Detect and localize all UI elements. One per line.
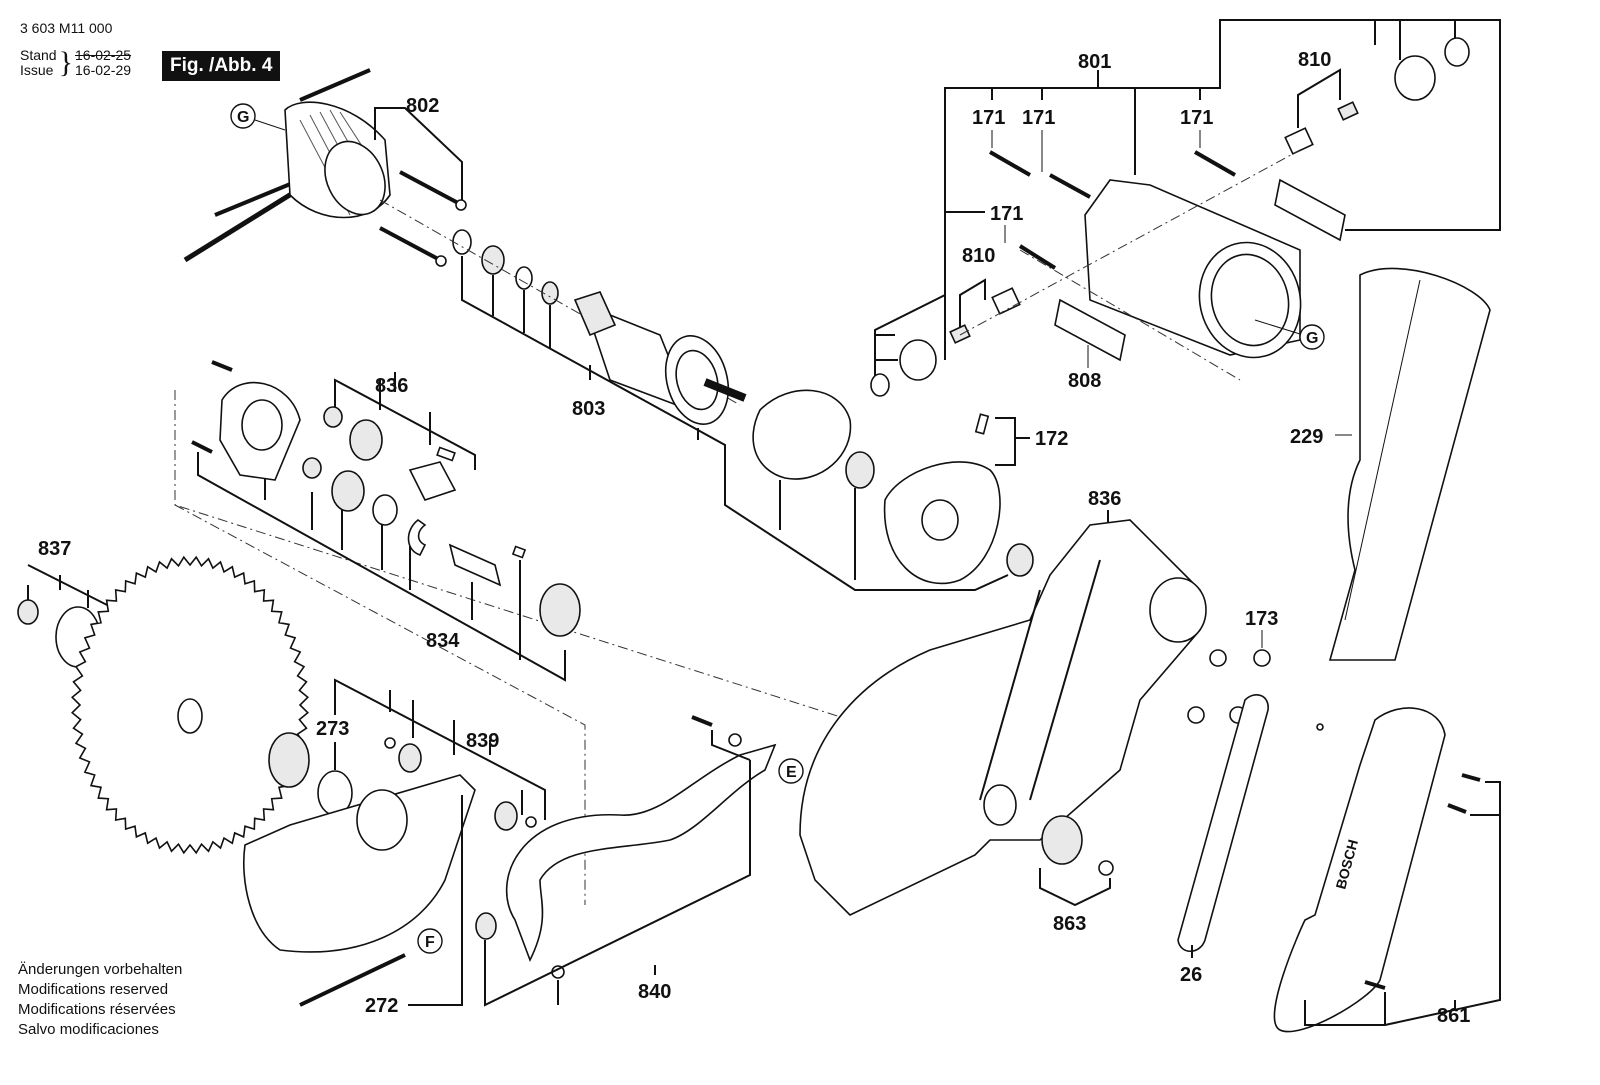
label-863: 863 [1053,913,1086,935]
drive-belt [1177,694,1269,953]
label-837: 837 [38,538,71,560]
label-171-d: 171 [990,203,1023,225]
ref-marker-f [417,928,443,954]
label-173: 173 [1245,608,1278,630]
label-171-b: 171 [1022,107,1055,129]
label-172: 172 [1035,428,1068,450]
label-272: 272 [365,995,398,1017]
ref-marker-g-right-text: G [1306,330,1318,347]
ref-marker-f-text: F [425,934,435,951]
ref-marker-e-text: E [786,764,797,781]
brace-icon: } [58,46,73,79]
revision-block: Stand Issue } 16-02-25 16-02-29 [20,48,131,78]
upper-guard-arm [799,519,1201,916]
figure-badge: Fig. /Abb. 4 [162,51,281,81]
label-836-right: 836 [1088,488,1121,510]
part-number: 3 603 M11 000 [20,20,113,36]
fan-baffle [752,389,852,480]
label-861: 861 [1437,1005,1470,1027]
label-229: 229 [1290,426,1323,448]
label-808: 808 [1068,370,1101,392]
label-839: 839 [466,730,499,752]
label-836-top: 836 [375,375,408,397]
lower-guard [242,774,476,953]
label-834: 834 [426,630,460,652]
ref-marker-e [778,758,804,784]
notice-fr: Modifications réservées [18,1001,176,1018]
notice-de: Änderungen vorbehalten [18,961,183,978]
label-171-c: 171 [1180,107,1213,129]
label-273: 273 [316,718,349,740]
issue-label: Issue [20,62,54,78]
stator-assembly [183,68,391,263]
label-801: 801 [1078,51,1111,73]
ref-marker-g-left-text: G [237,109,249,126]
linkage-arm [505,743,777,962]
issue-date: 16-02-29 [75,62,132,78]
modifications-notice: Änderungen vorbehalten Modifications res… [18,960,182,1040]
notice-es: Salvo modificaciones [18,1021,159,1038]
label-802: 802 [406,95,439,117]
label-803: 803 [572,398,605,420]
notice-en: Modifications reserved [18,981,169,998]
dust-chute [1328,267,1491,661]
label-171-a: 171 [972,107,1005,129]
belt-cover [1273,707,1446,1033]
ref-marker-g-right [1299,324,1325,350]
ref-marker-g-left [230,103,256,129]
stand-label: Stand [20,47,57,63]
label-810-left: 810 [962,245,995,267]
stand-date: 16-02-25 [75,47,132,63]
label-840: 840 [638,981,671,1003]
label-26: 26 [1180,964,1202,986]
label-810-top: 810 [1298,49,1331,71]
motor-housing [1084,179,1302,359]
armature [573,291,747,425]
